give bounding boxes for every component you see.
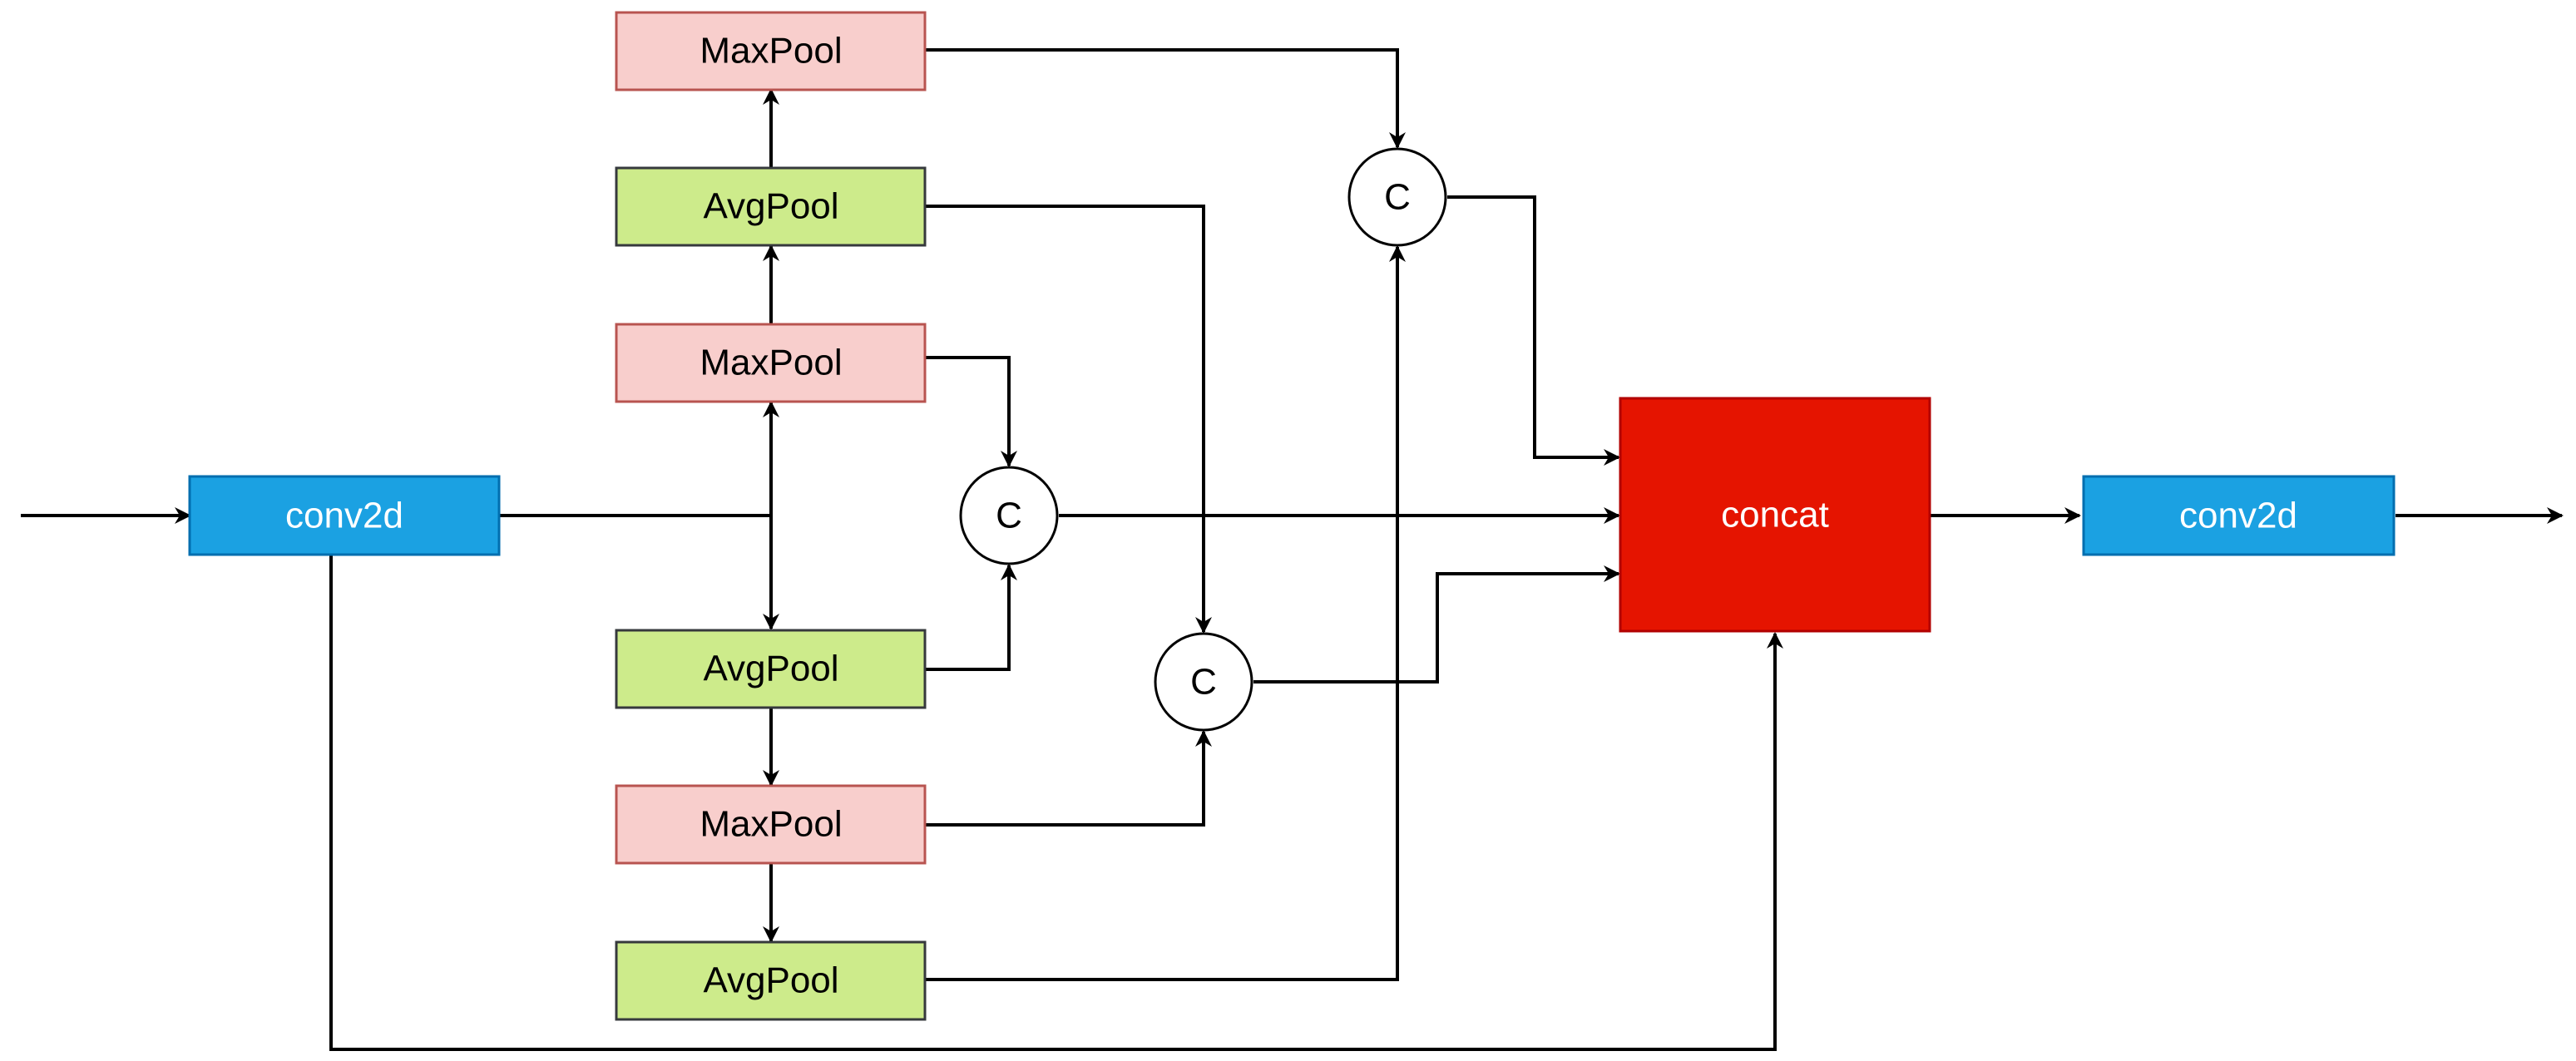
maxpool-mid-box <box>615 323 927 403</box>
c-top-to-concat <box>1447 195 1620 466</box>
concat-box <box>1619 397 1931 633</box>
avgpool-mid-node: AvgPool <box>615 629 927 709</box>
conv2d-input-node: conv2d <box>188 475 501 556</box>
concat-circle-mid <box>959 466 1059 565</box>
avgpool-mid-label: AvgPool <box>703 649 838 689</box>
maxpool-top-label: MaxPool <box>700 31 842 72</box>
concat-circle-mid-label: C <box>996 496 1022 536</box>
conv-skip-to-concat <box>329 555 1783 1051</box>
maxpool-low-label: MaxPool <box>700 804 842 845</box>
avgpool-top-node: AvgPool <box>615 166 927 247</box>
avgpool-top-box <box>615 166 927 247</box>
concat-circle-top-node: C <box>1347 147 1447 247</box>
maxpool-low-to-c-low <box>925 730 1212 827</box>
maxpool-top-node: MaxPool <box>615 11 927 91</box>
maxpool-mid-label: MaxPool <box>700 343 842 383</box>
avgpool-mid-to-c-mid <box>925 564 1017 671</box>
concat-circle-low-label: C <box>1190 662 1217 703</box>
conv2d-output-label: conv2d <box>2179 496 2297 536</box>
avgpool-low-box <box>615 940 927 1021</box>
conv2d-input-label: conv2d <box>285 496 403 536</box>
avgpool-mid-box <box>615 629 927 709</box>
concat-circle-low-node: C <box>1154 632 1253 732</box>
concat-circle-top <box>1347 147 1447 247</box>
avgpool-top-label: AvgPool <box>703 186 838 227</box>
avgpool-low-label: AvgPool <box>703 960 838 1001</box>
concat-circle-mid-node: C <box>959 466 1059 565</box>
maxpool-low-box <box>615 784 927 865</box>
conv2d-output-box <box>2082 475 2396 556</box>
maxpool-mid-to-c-mid <box>925 356 1017 467</box>
avgpool-low-node: AvgPool <box>615 940 927 1021</box>
maxpool-top-to-c-top <box>925 48 1406 149</box>
conv2d-output-node: conv2d <box>2082 475 2396 556</box>
avgpool-top-to-c-low <box>925 205 1212 634</box>
connectors <box>21 48 2564 1051</box>
c-low-to-concat <box>1253 565 1620 683</box>
concat-circle-top-label: C <box>1384 177 1411 218</box>
concat-circle-low <box>1154 632 1253 732</box>
concat-node: concat <box>1619 397 1931 633</box>
maxpool-top-box <box>615 11 927 91</box>
maxpool-low-node: MaxPool <box>615 784 927 865</box>
maxpool-mid-node: MaxPool <box>615 323 927 403</box>
avgpool-low-to-c-top <box>925 245 1406 981</box>
conv2d-input-box <box>188 475 501 556</box>
concat-label: concat <box>1721 495 1829 535</box>
